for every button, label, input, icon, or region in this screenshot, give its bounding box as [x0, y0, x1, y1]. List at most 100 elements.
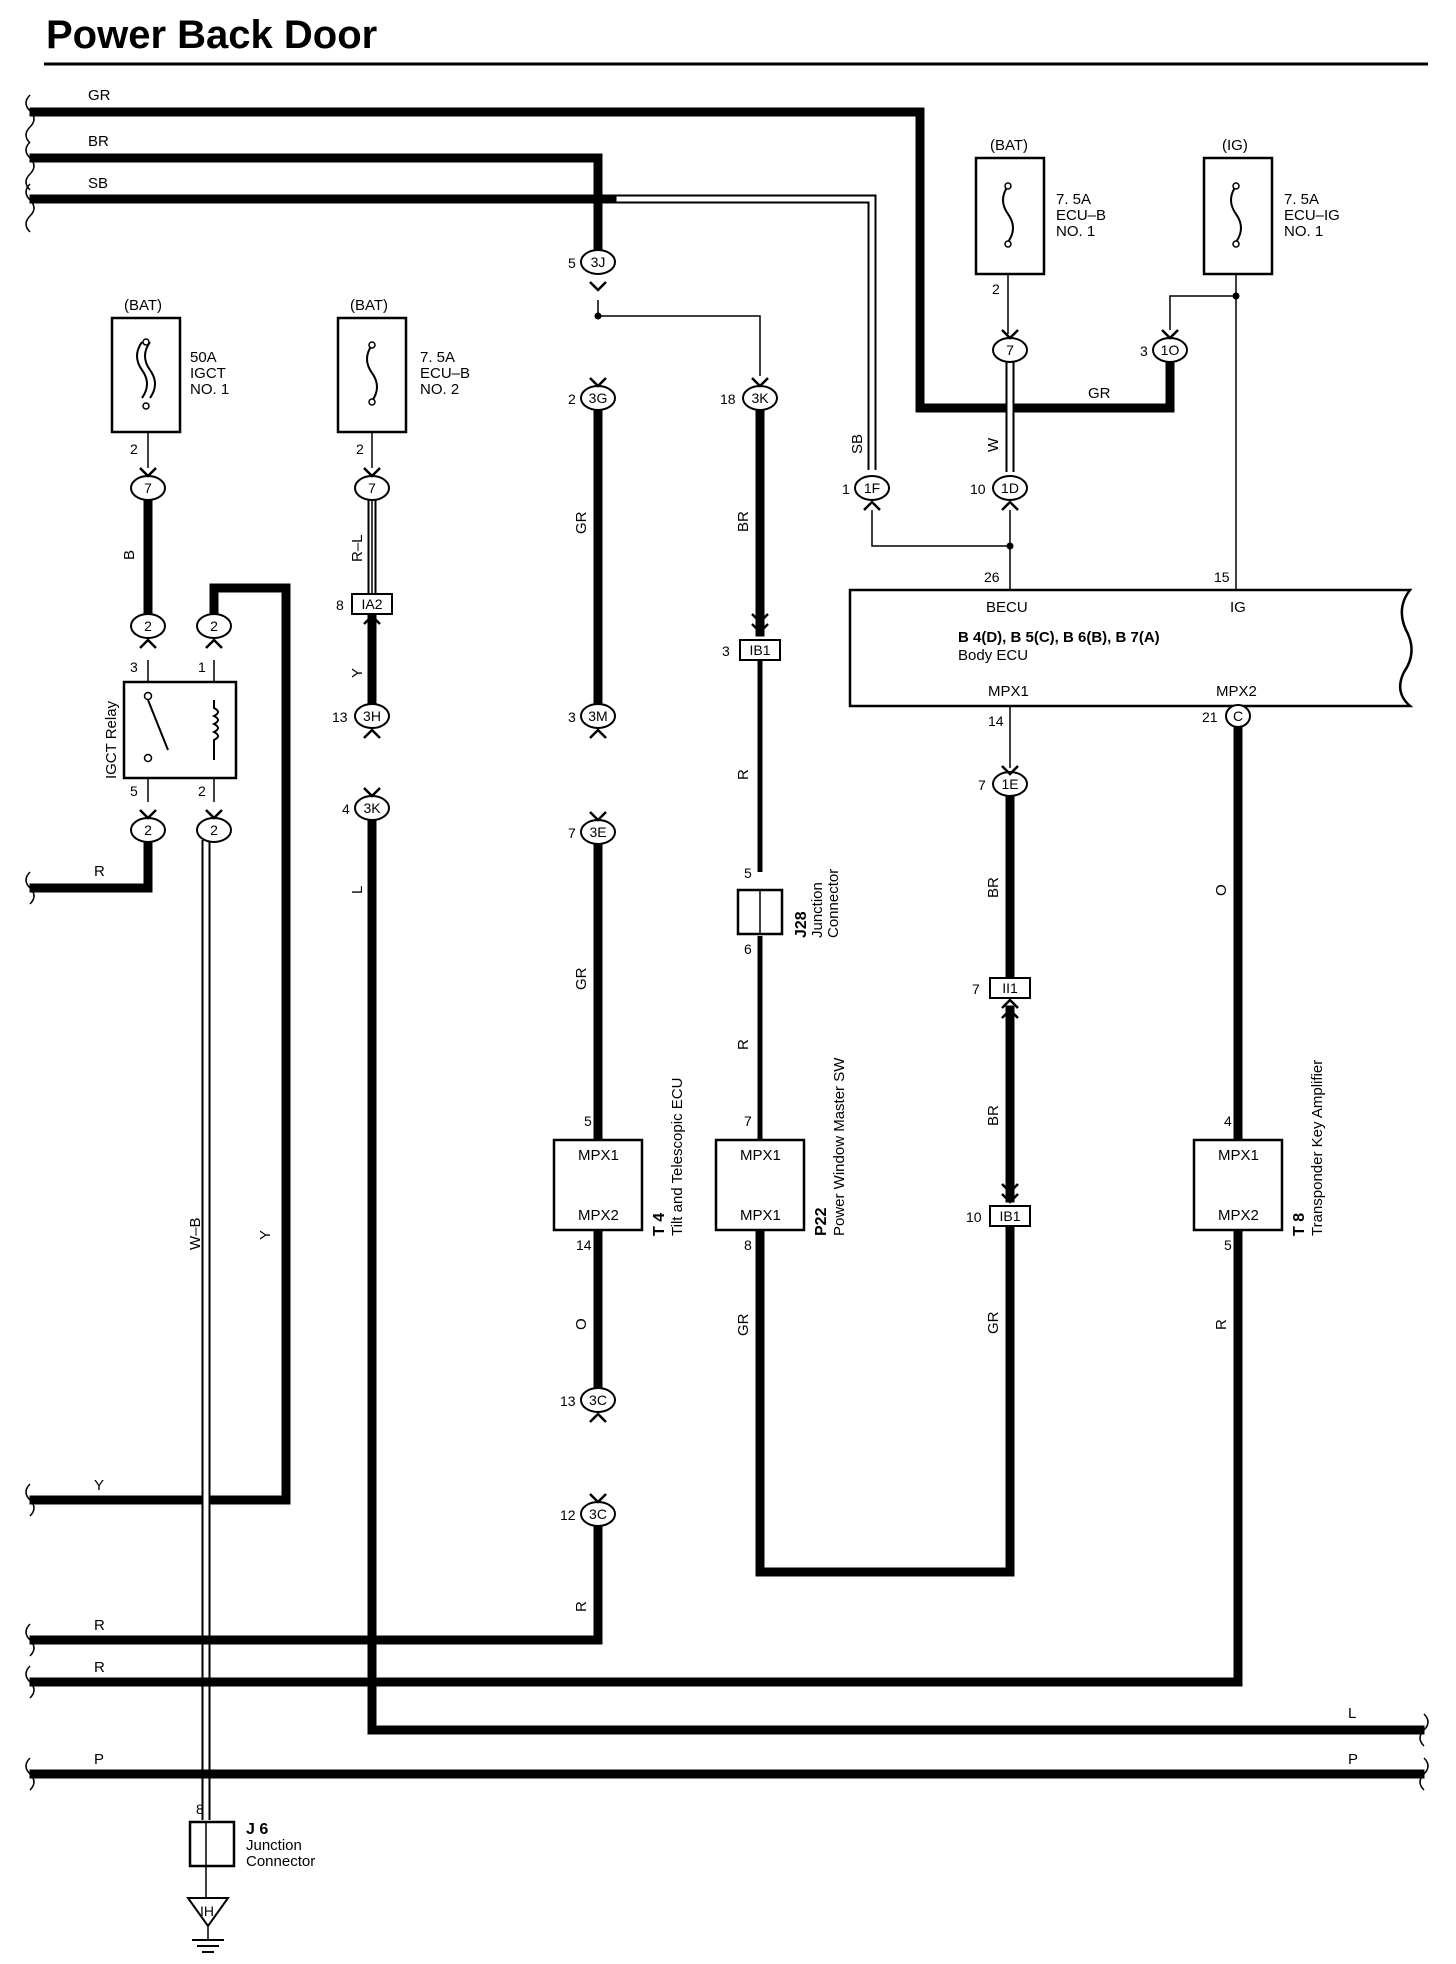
svg-text:1: 1 [198, 659, 206, 675]
svg-text:13: 13 [560, 1393, 576, 1409]
svg-text:1O: 1O [1161, 342, 1180, 358]
label-wire-b: B [121, 550, 138, 560]
svg-text:4: 4 [342, 801, 350, 817]
label-wire-o-t8: O [1213, 884, 1230, 896]
connector-2-relay-1: 2 [196, 613, 232, 639]
connector-ib1-bottom: IB1 [989, 1205, 1031, 1227]
svg-text:5: 5 [744, 865, 752, 881]
svg-text:3: 3 [568, 709, 576, 725]
svg-text:50A: 50A [190, 349, 217, 366]
svg-text:1F: 1F [864, 480, 880, 496]
svg-text:5: 5 [568, 255, 576, 271]
svg-text:3M: 3M [588, 708, 607, 724]
wire-l [367, 817, 1425, 1735]
svg-text:3J: 3J [591, 254, 606, 270]
svg-text:7. 5A: 7. 5A [420, 349, 455, 366]
svg-text:P22: P22 [813, 1207, 830, 1236]
label-wire-r-t8: R [1213, 1319, 1230, 1330]
svg-text:14: 14 [988, 713, 1004, 729]
svg-text:7: 7 [1006, 342, 1014, 358]
svg-text:14: 14 [576, 1237, 592, 1253]
fuse-ecu-ig-no1: (IG) 7. 5A ECU–IG NO. 1 [1202, 137, 1340, 276]
svg-text:(BAT): (BAT) [350, 297, 388, 314]
svg-text:3K: 3K [751, 390, 769, 406]
svg-text:(BAT): (BAT) [124, 297, 162, 314]
label-wire-y-ia2: Y [349, 668, 366, 678]
svg-text:NO. 1: NO. 1 [1056, 223, 1095, 240]
svg-text:ECU–IG: ECU–IG [1284, 207, 1340, 224]
break-marks-left [25, 94, 35, 1791]
connector-7-igct: 7 [130, 475, 166, 501]
component-t8: MPX1 MPX2 T 8 Transponder Key Amplifier [1192, 1060, 1326, 1236]
junction-j28: J28 Junction Connector [736, 869, 842, 938]
svg-text:IGCT: IGCT [190, 365, 226, 382]
connector-3m: 3M [580, 703, 616, 729]
label-wire-w: W [985, 437, 1002, 452]
connector-3j: 3J [580, 249, 616, 275]
label-wire-br-1e: BR [985, 877, 1002, 898]
connector-1f: 1F [854, 475, 890, 501]
label-wire-bot-r2: R [94, 1659, 105, 1676]
svg-text:Junction: Junction [246, 1837, 302, 1854]
svg-text:Tilt and Telescopic ECU: Tilt and Telescopic ECU [669, 1078, 686, 1236]
svg-text:MPX1: MPX1 [988, 683, 1029, 700]
label-wire-o-t4: O [573, 1318, 590, 1330]
svg-text:8: 8 [336, 597, 344, 613]
wire-3j-split [597, 300, 761, 376]
fuse-ecu-b-no1: (BAT) 7. 5A ECU–B NO. 1 [974, 137, 1106, 276]
svg-text:3: 3 [130, 659, 138, 675]
svg-text:MPX2: MPX2 [1216, 683, 1257, 700]
connector-7-ecub1: 7 [992, 337, 1028, 363]
label-wire-r-left: R [94, 863, 105, 880]
svg-text:10: 10 [966, 1209, 982, 1225]
component-p22: MPX1 MPX1 P22 Power Window Master SW [714, 1057, 848, 1236]
pin-numbers: 2 3 1 5 2 2 8 13 4 5 2 3 7 5 14 13 12 18… [130, 255, 1232, 1817]
svg-text:26: 26 [984, 569, 1000, 585]
svg-text:T 8: T 8 [1291, 1213, 1308, 1236]
connector-c: C [1225, 704, 1251, 728]
label-wire-bot-r1: R [94, 1617, 105, 1634]
label-wire-r-t4: R [573, 1601, 590, 1612]
wire-r-left [29, 835, 153, 893]
connector-1d: 1D [992, 475, 1028, 501]
svg-text:2: 2 [210, 618, 218, 634]
connector-3h: 3H [354, 703, 390, 729]
wire-br-top [29, 153, 603, 257]
svg-text:Transponder Key Amplifier: Transponder Key Amplifier [1309, 1060, 1326, 1236]
svg-text:7: 7 [744, 1113, 752, 1129]
svg-text:7: 7 [144, 480, 152, 496]
svg-text:8: 8 [744, 1237, 752, 1253]
svg-text:Body ECU: Body ECU [958, 647, 1028, 664]
svg-text:7: 7 [978, 777, 986, 793]
label-wire-gr-horiz: GR [1088, 385, 1111, 402]
svg-text:3C: 3C [589, 1506, 607, 1522]
body-ecu: BECU IG B 4(D), B 5(C), B 6(B), B 7(A) B… [848, 588, 1414, 708]
wire-r-t8 [29, 1225, 1243, 1687]
svg-text:2: 2 [144, 822, 152, 838]
svg-text:5: 5 [1224, 1237, 1232, 1253]
svg-text:1E: 1E [1001, 776, 1018, 792]
svg-text:IB1: IB1 [749, 642, 770, 658]
svg-text:(BAT): (BAT) [990, 137, 1028, 154]
page-title: Power Back Door [46, 13, 377, 57]
svg-text:2: 2 [568, 391, 576, 407]
connector-3c-12: 3C [580, 1501, 616, 1527]
svg-text:3K: 3K [363, 800, 381, 816]
svg-text:8: 8 [196, 1801, 204, 1817]
label-wire-gr-ib1: GR [985, 1311, 1002, 1334]
svg-text:IH: IH [200, 1903, 214, 1919]
svg-text:(IG): (IG) [1222, 137, 1248, 154]
svg-text:3C: 3C [589, 1392, 607, 1408]
component-t4: MPX1 MPX2 T 4 Tilt and Telescopic ECU [552, 1078, 686, 1236]
svg-text:Power Window Master SW: Power Window Master SW [831, 1057, 848, 1236]
svg-text:1: 1 [842, 481, 850, 497]
svg-text:5: 5 [130, 783, 138, 799]
connector-3k: 3K [742, 385, 778, 411]
fuse-ecu-b-no2: (BAT) 7. 5A ECU–B NO. 2 [336, 297, 470, 434]
connector-3k-left: 3K [354, 795, 390, 821]
svg-text:10: 10 [970, 481, 986, 497]
svg-text:2: 2 [992, 281, 1000, 297]
connector-2-relay-3: 2 [130, 613, 166, 639]
svg-text:7: 7 [568, 825, 576, 841]
wire-gr-p22 [755, 1225, 1015, 1577]
